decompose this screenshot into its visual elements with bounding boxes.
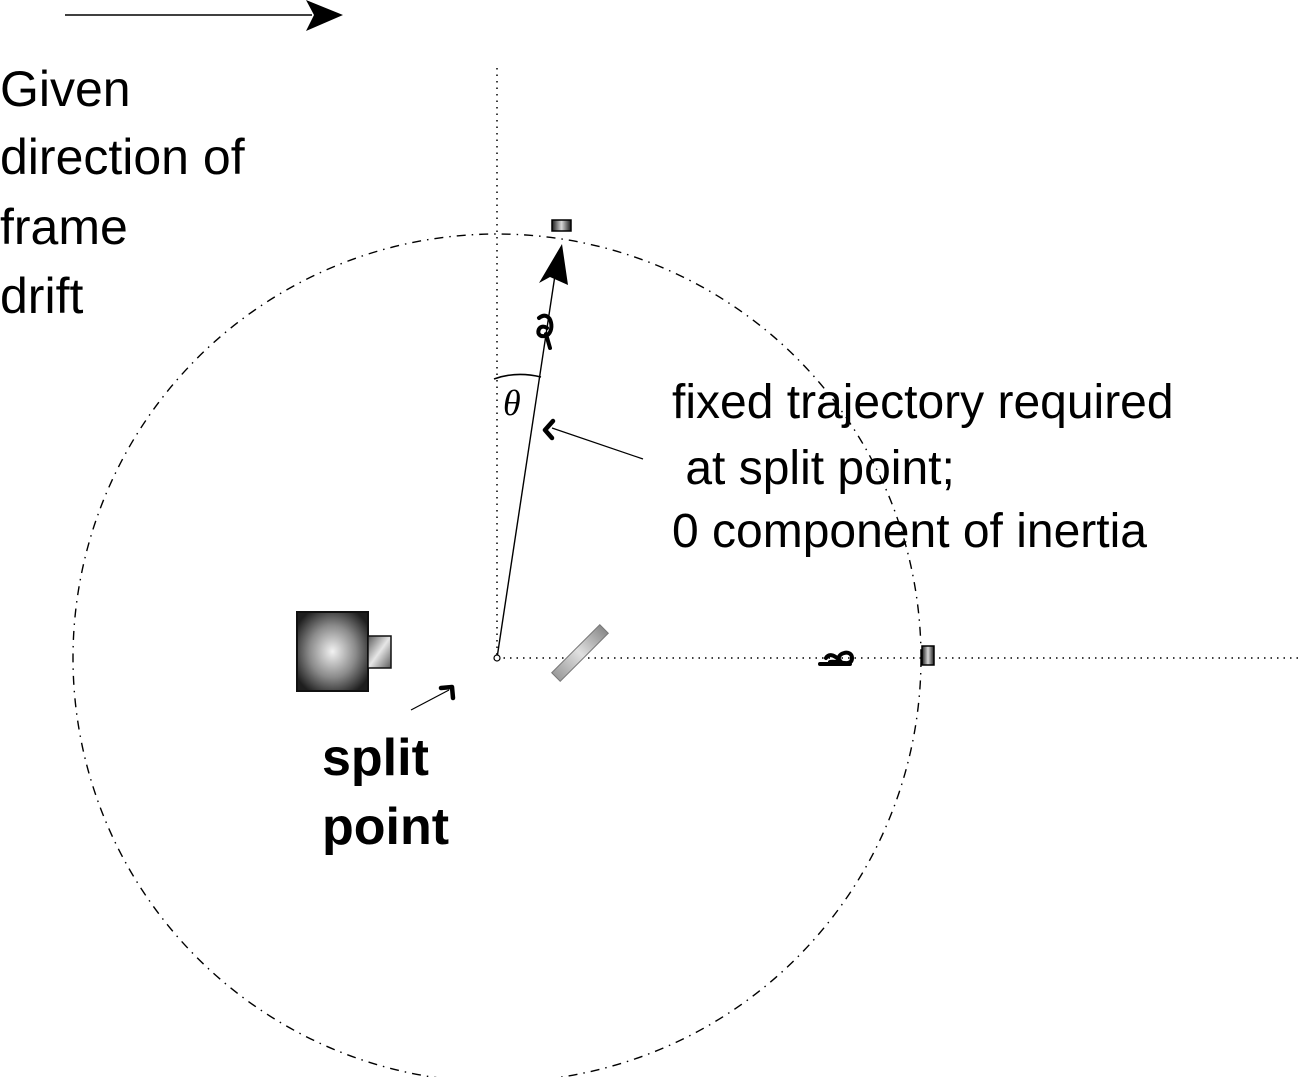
- trajectory-pointer-arrow: [542, 418, 644, 460]
- split-point-label-line: point: [322, 798, 449, 856]
- trajectory-label-line: 0 component of inertia: [672, 505, 1147, 558]
- beam-splitter-mirror: [551, 624, 609, 682]
- angle-arc: [493, 373, 542, 380]
- split-point-label-line: split: [322, 729, 429, 787]
- drift-label-line: drift: [0, 268, 83, 324]
- split-point-label: split point: [322, 729, 449, 856]
- drift-label: Given direction of frame drift: [0, 61, 259, 324]
- laser-source: [296, 611, 392, 692]
- origin-point: [493, 654, 501, 662]
- drift-direction-arrow: [65, 0, 343, 31]
- split-point-pointer-arrow: [410, 684, 456, 711]
- drift-label-line: frame: [0, 199, 128, 255]
- beam-marker-right: [818, 650, 855, 666]
- drift-label-line: Given: [0, 61, 131, 117]
- trajectory-label: fixed trajectory required at split point…: [672, 376, 1187, 558]
- trajectory-label-line: at split point;: [672, 442, 955, 495]
- right-detector: [921, 645, 935, 666]
- drift-label-line: direction of: [0, 129, 245, 185]
- top-detector: [551, 219, 572, 232]
- angle-symbol: θ: [503, 383, 521, 423]
- angled-beam: [496, 244, 568, 659]
- beam-marker-upper: [536, 313, 554, 350]
- trajectory-label-line: fixed trajectory required: [672, 376, 1174, 429]
